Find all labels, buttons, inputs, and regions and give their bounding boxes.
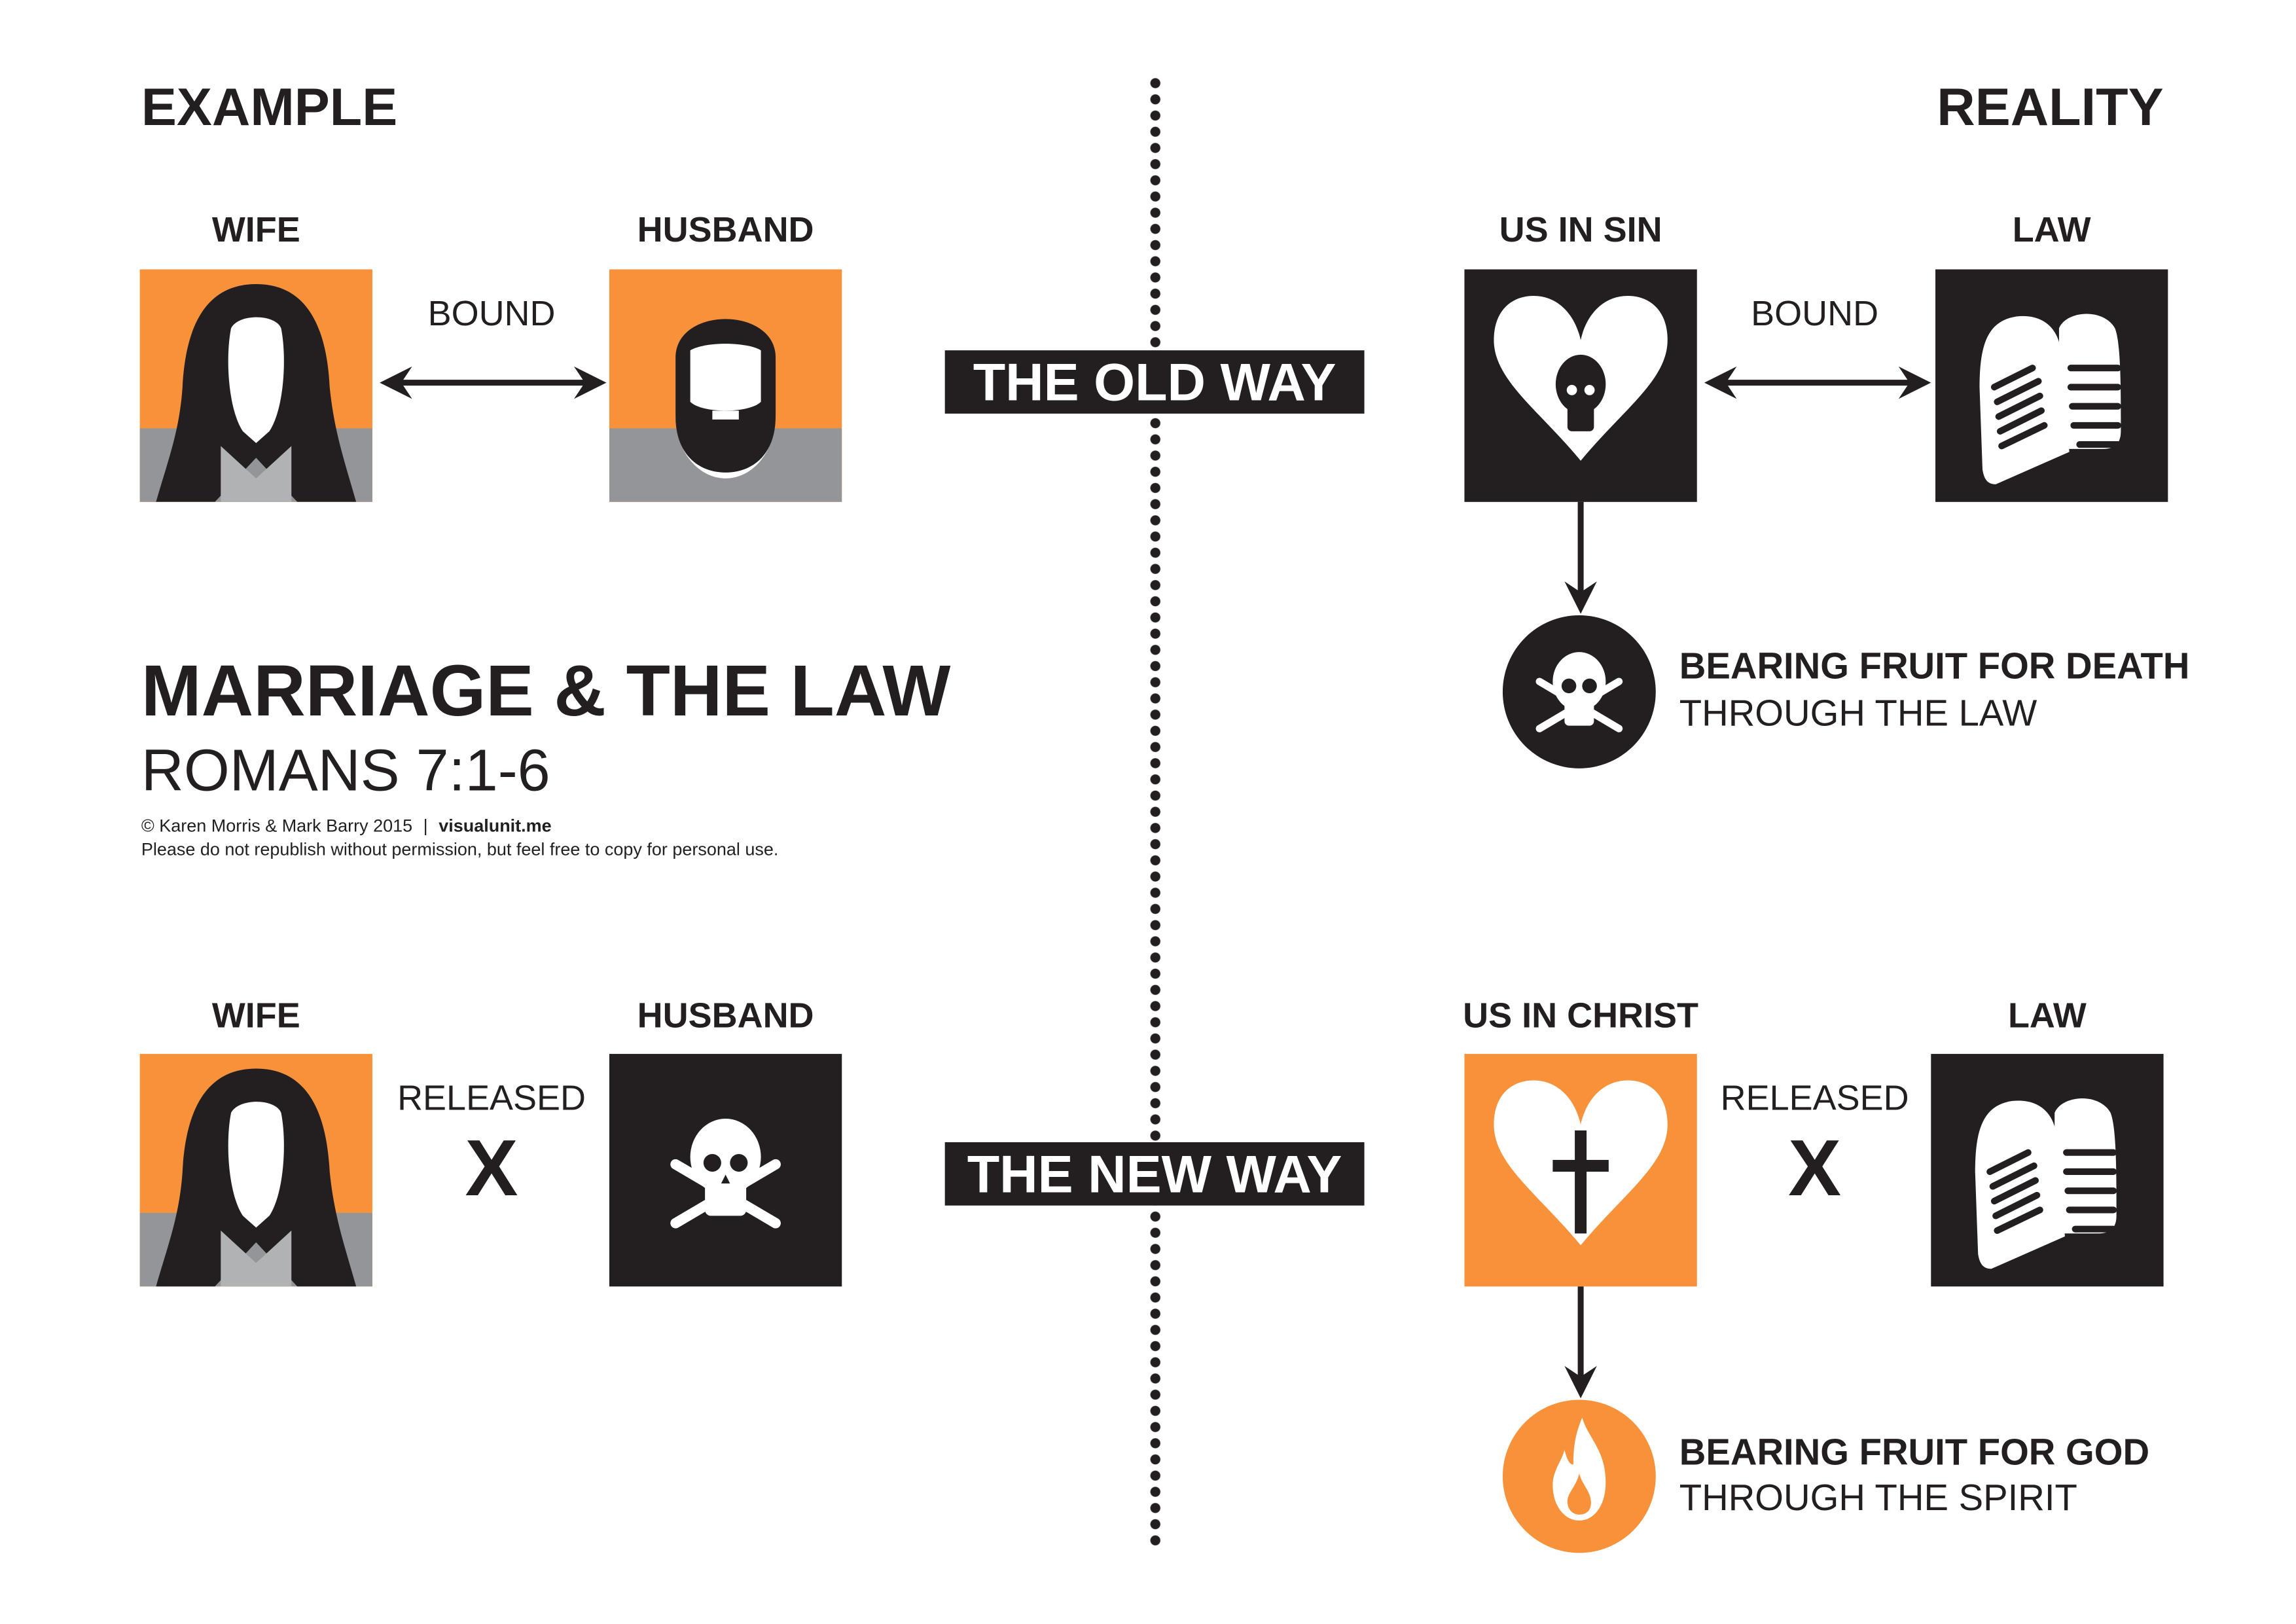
death-outcome-title: BEARING FRUIT FOR DEATH — [1679, 646, 2190, 688]
law-tablets-icon — [1935, 269, 2168, 502]
double-arrow-icon — [1704, 366, 1931, 399]
husband-icon — [609, 269, 842, 502]
released-label: RELEASED — [397, 1079, 586, 1119]
down-arrow-icon — [1564, 1286, 1597, 1399]
page-title: MARRIAGE & THE LAW — [141, 652, 951, 732]
us-in-sin-label: US IN SIN — [1499, 210, 1662, 251]
death-outcome-sub: THROUGH THE LAW — [1679, 693, 2037, 735]
page-subtitle: ROMANS 7:1-6 — [141, 738, 550, 804]
heart-skull-icon — [1464, 269, 1697, 502]
down-arrow-icon — [1564, 501, 1597, 614]
old-way-banner: THE OLD WAY — [944, 350, 1365, 414]
god-outcome-title: BEARING FRUIT FOR GOD — [1679, 1432, 2150, 1473]
double-arrow-icon — [380, 366, 607, 399]
bound-label: BOUND — [427, 294, 556, 334]
x-mark: X — [465, 1125, 518, 1213]
law-label: LAW — [2007, 996, 2087, 1037]
wife-icon — [139, 269, 372, 502]
law-label: LAW — [2012, 210, 2091, 251]
husband-label: HUSBAND — [637, 210, 814, 251]
law-tablets-icon — [1931, 1054, 2164, 1287]
god-outcome-sub: THROUGH THE SPIRIT — [1679, 1477, 2077, 1519]
credits-line: © Karen Morris & Mark Barry 2015 | visua… — [141, 816, 552, 836]
divider-dotted-line — [1149, 75, 1162, 1547]
notice: Please do not republish without permissi… — [141, 839, 779, 860]
released-label-reality: RELEASED — [1720, 1079, 1909, 1119]
separator: | — [423, 815, 428, 837]
x-mark: X — [1788, 1125, 1842, 1213]
husband-label: HUSBAND — [637, 996, 814, 1037]
wife-label: WIFE — [211, 210, 300, 251]
wife-label: WIFE — [211, 996, 300, 1037]
site-link[interactable]: visualunit.me — [439, 815, 552, 837]
dead-husband-skull-icon — [609, 1054, 842, 1287]
wife-icon — [139, 1054, 372, 1287]
us-in-christ-label: US IN CHRIST — [1463, 996, 1698, 1037]
bound-label-reality: BOUND — [1751, 294, 1879, 334]
skull-crossbones-icon — [1502, 615, 1656, 768]
flame-icon — [1502, 1399, 1656, 1553]
copyright: © Karen Morris & Mark Barry 2015 — [141, 815, 413, 837]
example-heading: EXAMPLE — [141, 76, 398, 137]
new-way-banner: THE NEW WAY — [944, 1142, 1365, 1206]
reality-heading: REALITY — [1937, 76, 2164, 137]
heart-cross-icon — [1464, 1054, 1697, 1287]
